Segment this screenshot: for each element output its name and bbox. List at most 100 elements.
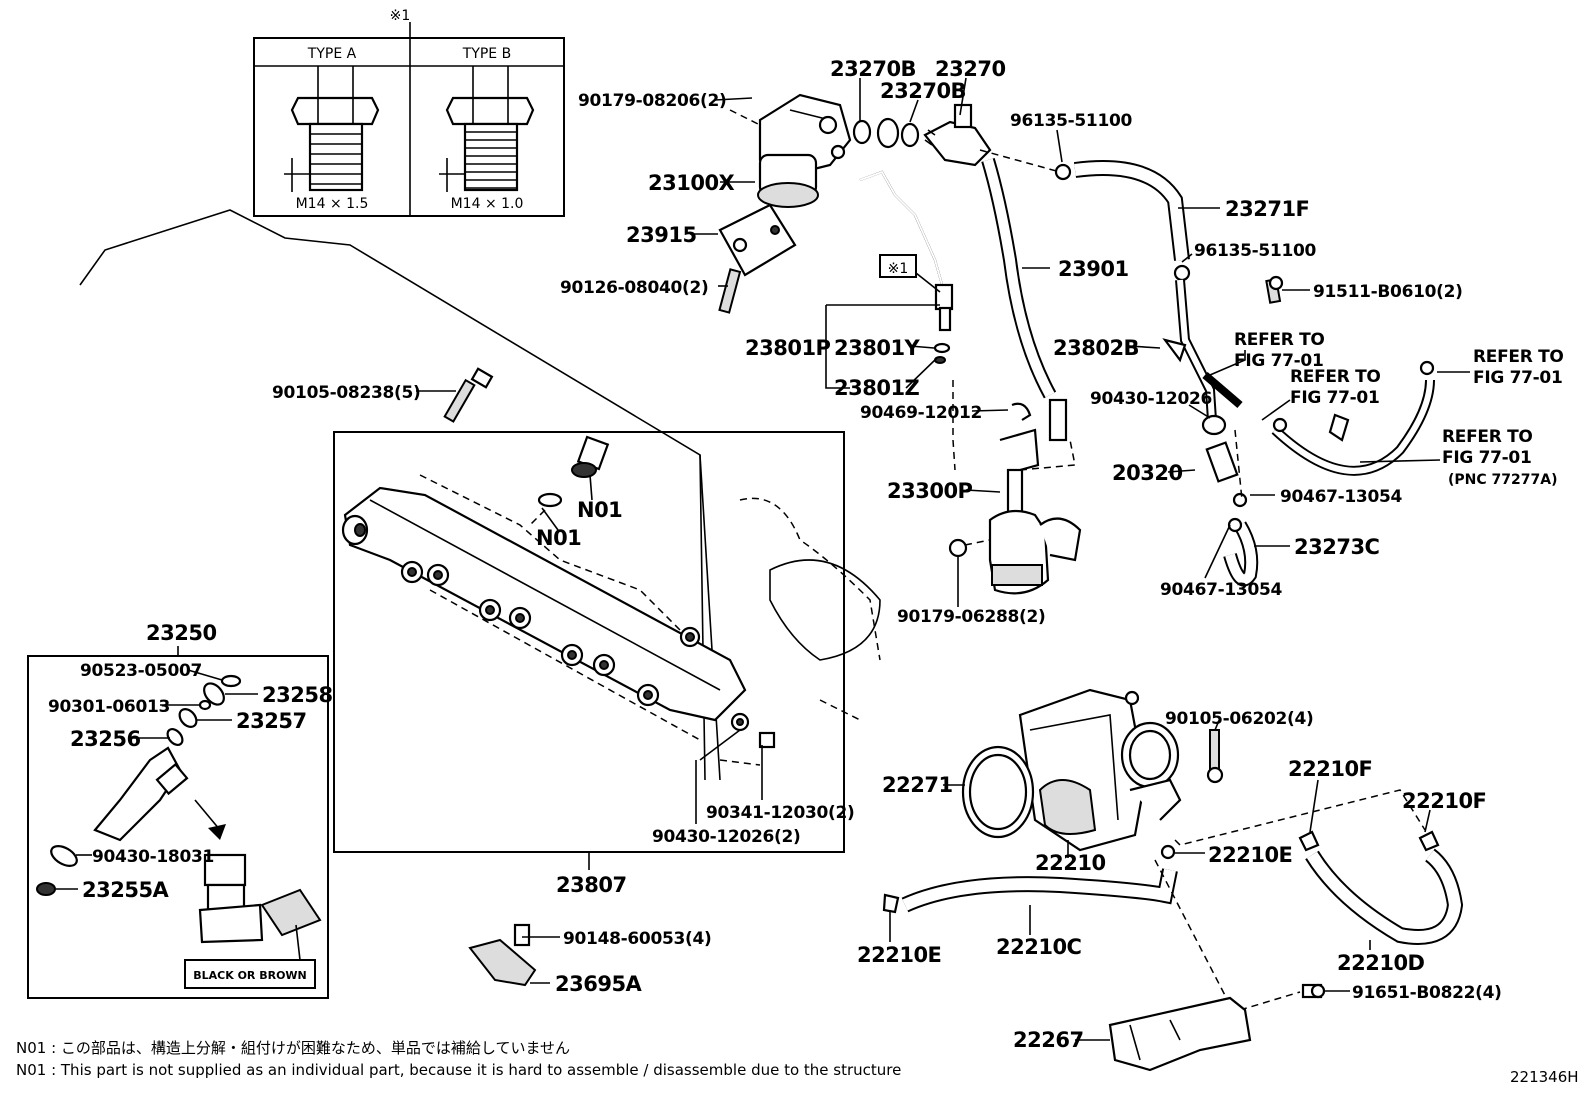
part-label: 90179-08206(2) <box>578 91 727 111</box>
hose-22210d-icon <box>1305 848 1464 945</box>
damper-23300p-icon <box>964 428 1082 595</box>
bolt-90105-06202-icon <box>1206 729 1224 784</box>
refer-note-line: (PNC 77277A) <box>1448 472 1557 488</box>
part-label: 22210F <box>1402 789 1486 813</box>
part-label: N01 <box>577 498 622 522</box>
part-label: 22271 <box>882 773 953 797</box>
pressure-regulator-icon <box>923 103 992 167</box>
type-b-thread: M14 × 1.0 <box>451 196 524 212</box>
vsv-20320-icon <box>1201 414 1248 508</box>
part-label: 23258 <box>262 683 333 707</box>
vacuum-hose-icon <box>1271 360 1435 476</box>
part-label: 22210E <box>857 943 941 967</box>
type-b-label: TYPE B <box>462 46 511 62</box>
fuel-rail-icon <box>341 474 747 741</box>
part-label: 22267 <box>1013 1028 1084 1052</box>
footnote-en: N01 : This part is not supplied as an in… <box>16 1061 901 1079</box>
part-label: 23801Z <box>834 376 920 400</box>
refer-note-line: REFER TO <box>1473 347 1564 367</box>
callout-mark: ※1 <box>888 261 909 277</box>
part-label: 90467-13054 <box>1280 487 1403 507</box>
bracket-23695a-icon <box>468 923 537 987</box>
part-label: 22210E <box>1208 843 1292 867</box>
pressure-sensor-icon <box>529 435 610 526</box>
part-label: 22210D <box>1337 951 1425 975</box>
part-label: 23273C <box>1294 535 1380 559</box>
part-label: 90105-08238(5) <box>272 383 421 403</box>
part-label: 23250 <box>146 621 217 645</box>
type-a-label: TYPE A <box>307 46 357 62</box>
part-labels: 90179-08206(2) 23270B 23270 23270B 96135… <box>48 57 1502 1052</box>
bolt-91511-icon <box>1265 275 1284 304</box>
bolt-91651-icon <box>1301 983 1326 999</box>
figure-code: 221346H <box>1510 1068 1579 1086</box>
injector-connector-icon <box>184 853 322 989</box>
part-label: 90523-05007 <box>80 661 202 681</box>
part-label: 23255A <box>82 878 170 902</box>
gasket-22271-icon <box>961 745 1035 839</box>
refer-note-line: FIG 77-01 <box>1442 448 1531 468</box>
part-label: 90430-12026 <box>1090 389 1212 409</box>
refer-note-line: REFER TO <box>1234 330 1325 350</box>
refer-note-line: REFER TO <box>1442 427 1533 447</box>
footnote-jp: N01 : この部品は、構造上分解・組付けが困難なため、単品では補給していません <box>16 1039 570 1057</box>
part-label: 23915 <box>626 223 697 247</box>
injector-parts-icon <box>36 674 242 896</box>
part-label: 90430-12026(2) <box>652 827 801 847</box>
part-label: 23256 <box>70 727 141 751</box>
pipe-23802b-icon <box>1162 279 1243 421</box>
part-label: 23807 <box>556 873 627 897</box>
injector-box <box>27 646 329 999</box>
bolt-90105-08238-icon <box>443 367 494 423</box>
part-label: 23901 <box>1058 257 1129 281</box>
throttle-body-icon <box>1018 688 1182 852</box>
part-label: 91511-B0610(2) <box>1313 282 1463 302</box>
callout-mark-box <box>879 254 917 278</box>
part-label: 23271F <box>1225 197 1309 221</box>
pump-gasket-23915 <box>718 203 797 277</box>
part-label: 23801Y <box>834 336 921 360</box>
bolts-in-rail <box>719 712 776 766</box>
refer-note-line: FIG 77-01 <box>1473 368 1562 388</box>
part-label: 90341-12030(2) <box>706 803 855 823</box>
part-label: 96135-51100 <box>1194 241 1317 261</box>
part-label: 23695A <box>555 972 643 996</box>
part-label: 23300P <box>887 479 973 503</box>
clip-22210e-icon <box>882 844 1176 914</box>
hose-23273c-icon <box>1223 517 1259 587</box>
part-label: 90467-13054 <box>1160 580 1283 600</box>
part-label: 91651-B0822(4) <box>1352 983 1502 1003</box>
part-label: N01 <box>536 526 581 550</box>
refer-note-line: FIG 77-01 <box>1290 388 1379 408</box>
part-label: 22210 <box>1035 851 1106 875</box>
part-label: 90179-06288(2) <box>897 607 1046 627</box>
type-b-fitting-icon <box>439 66 535 192</box>
part-label: 90430-18031 <box>92 847 214 867</box>
refer-note-line: FIG 77-01 <box>1234 351 1323 371</box>
part-label: 23270 <box>935 57 1006 81</box>
fuel-rail-box <box>333 431 845 870</box>
type-a-thread: M14 × 1.5 <box>296 196 369 212</box>
stud-bolt-icon <box>718 268 742 314</box>
hose-23271f-icon <box>1073 160 1190 261</box>
o-rings-23801 <box>933 342 951 364</box>
high-pressure-pipe-icon <box>859 170 954 332</box>
bracket-22267-icon <box>1108 996 1252 1072</box>
connector-color-label: BLACK OR BROWN <box>193 969 307 982</box>
leader-lines <box>56 77 1470 1041</box>
part-label: 23270B <box>880 79 966 103</box>
part-label: 90126-08040(2) <box>560 278 709 298</box>
hose-23901-icon <box>981 157 1068 442</box>
part-label: 20320 <box>1112 461 1183 485</box>
part-label: 90105-06202(4) <box>1165 709 1314 729</box>
gaskets-23270b <box>852 117 920 149</box>
clamp-90469-icon <box>1011 402 1032 421</box>
type-a-fitting-icon <box>284 66 380 192</box>
part-label: 22210C <box>996 935 1082 959</box>
hose-22210c-icon <box>901 868 1178 913</box>
part-label: 96135-51100 <box>1010 111 1133 131</box>
bolt-90179-06288-icon <box>948 538 968 558</box>
refer-note-line: REFER TO <box>1290 367 1381 387</box>
part-label: 90301-06013 <box>48 697 170 717</box>
